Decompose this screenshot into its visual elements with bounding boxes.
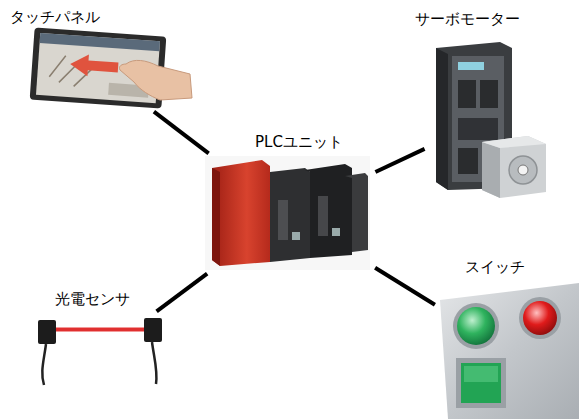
hand — [119, 60, 192, 100]
sensor-illustration — [38, 318, 162, 385]
device-label: スイッチ — [465, 258, 525, 276]
device-label: サーボモーター — [415, 10, 520, 28]
switch-illustration — [440, 283, 579, 419]
device-node: タッチパネル — [28, 30, 168, 108]
connector-line — [154, 112, 209, 154]
device-label: PLCユニット — [255, 133, 343, 151]
device-node: PLCユニット — [205, 157, 370, 270]
device-node: スイッチ — [440, 283, 579, 419]
device-node: 光電センサ — [35, 315, 175, 385]
connector-stroke — [157, 274, 208, 312]
connector-stroke — [375, 149, 424, 172]
device-node: サーボモーター — [430, 38, 550, 198]
connector-stroke — [154, 112, 209, 154]
device-label: 光電センサ — [55, 290, 130, 308]
connector-line — [375, 149, 424, 172]
device-label: タッチパネル — [10, 8, 100, 26]
plc-illustration — [205, 156, 370, 270]
connector-line — [375, 268, 435, 305]
connector-stroke — [375, 268, 435, 305]
connector-line — [157, 274, 208, 312]
servo-illustration — [436, 42, 546, 198]
